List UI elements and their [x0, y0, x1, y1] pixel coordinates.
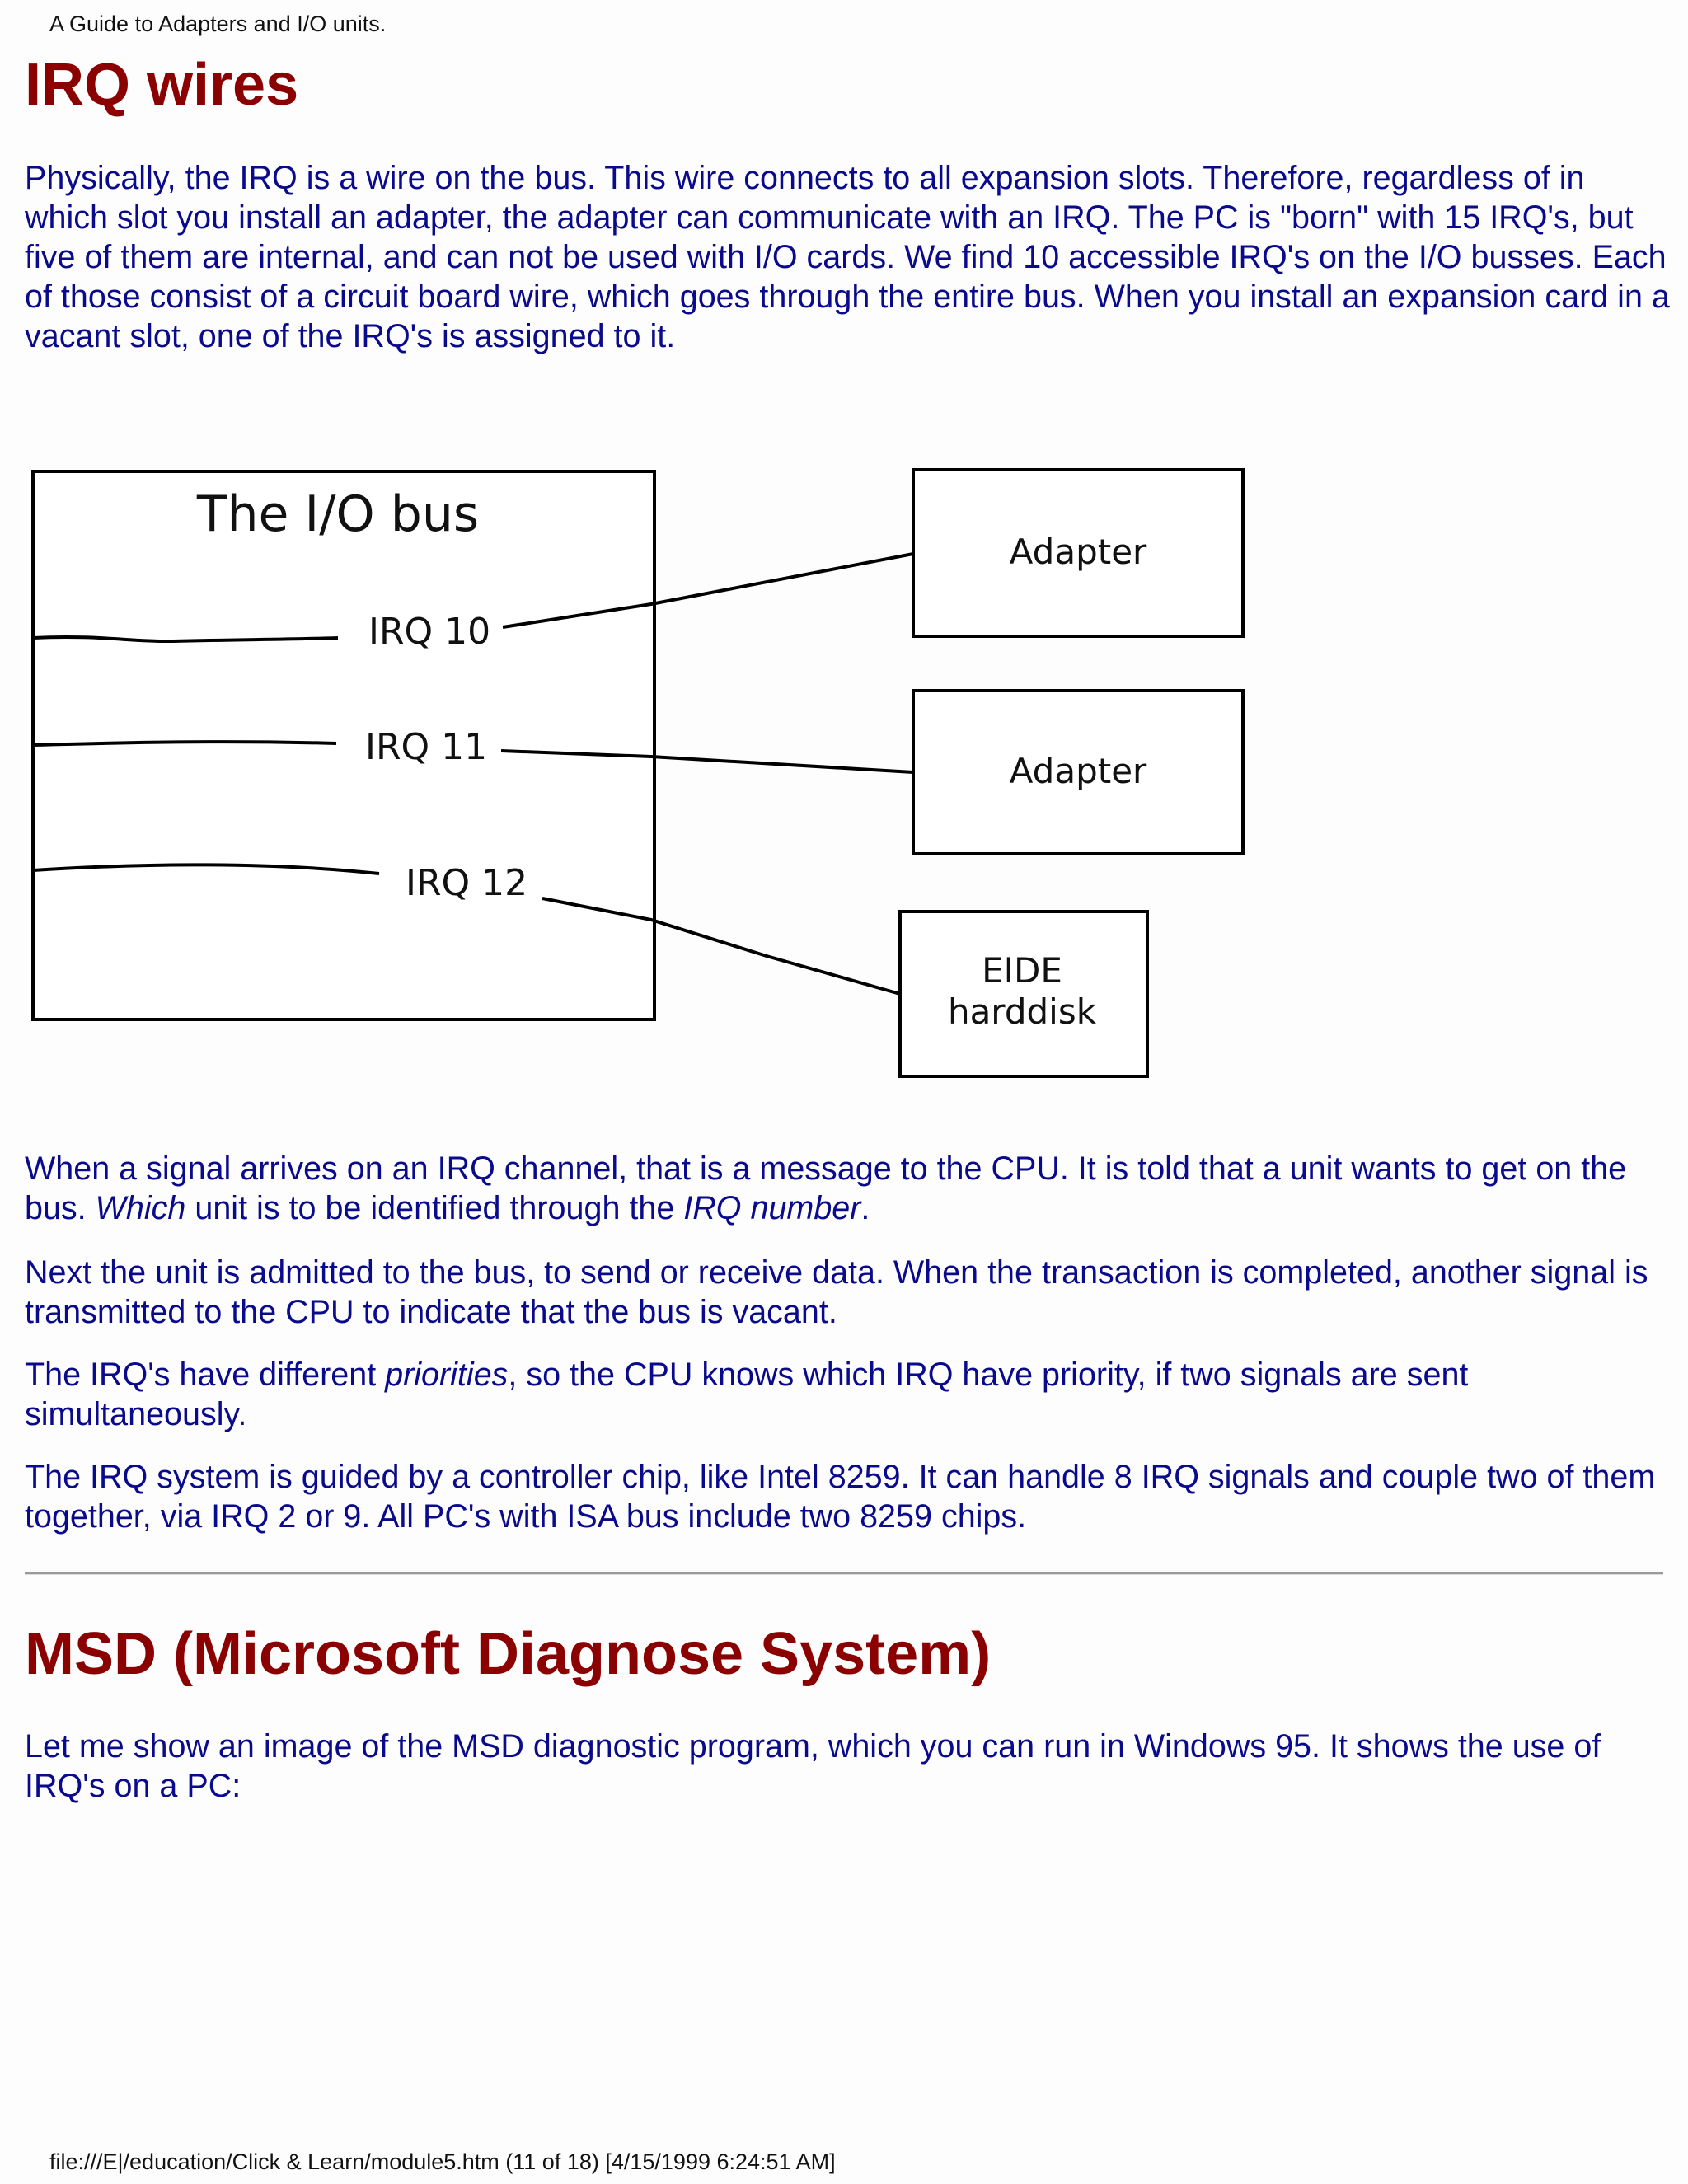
adapter-label-2: Adapter	[1010, 751, 1147, 791]
eide-label-line1: EIDE	[982, 950, 1062, 991]
page-footer: file:///E|/education/Click & Learn/modul…	[49, 2149, 836, 2174]
irq11-label: IRQ 11	[365, 726, 487, 768]
paragraph-irq-signal: When a signal arrives on an IRQ channel,…	[25, 1151, 1627, 1226]
paragraph-bus-admission: Next the unit is admitted to the bus, to…	[25, 1254, 1648, 1330]
eide-harddisk-box	[898, 910, 1149, 1078]
irq11-bus-wire	[32, 740, 337, 747]
irq-bus-diagram: The I/O bus IRQ 10 IRQ 11 IRQ 12 Adapter…	[31, 468, 1245, 1078]
section-title-msd: MSD (Microsoft Diagnose System)	[25, 1621, 992, 1687]
irq10-bus-wire	[32, 635, 339, 644]
horizontal-divider	[25, 1572, 1663, 1575]
irq11-connection-wire	[500, 749, 914, 774]
io-bus-title: The I/O bus	[196, 485, 479, 543]
section-title-irq-wires: IRQ wires	[25, 52, 299, 118]
io-bus-box	[31, 470, 656, 1021]
irq12-connection-wire	[542, 897, 901, 996]
eide-label-line2: harddisk	[948, 991, 1097, 1032]
msd-intro-paragraph: Let me show an image of the MSD diagnost…	[25, 1728, 1601, 1804]
adapter-label-1: Adapter	[1010, 532, 1147, 572]
intro-paragraph: Physically, the IRQ is a wire on the bus…	[25, 160, 1670, 354]
irq10-connection-wire	[502, 552, 914, 629]
adapter-box-2	[912, 689, 1245, 855]
page-header: A Guide to Adapters and I/O units.	[49, 12, 387, 36]
paragraph-priorities: The IRQ's have different priorities, so …	[25, 1357, 1469, 1432]
irq12-bus-wire	[32, 863, 380, 875]
adapter-box-1	[912, 468, 1245, 638]
irq12-label: IRQ 12	[406, 862, 528, 904]
irq10-label: IRQ 10	[368, 611, 490, 653]
paragraph-controller-chip: The IRQ system is guided by a controller…	[25, 1459, 1656, 1535]
